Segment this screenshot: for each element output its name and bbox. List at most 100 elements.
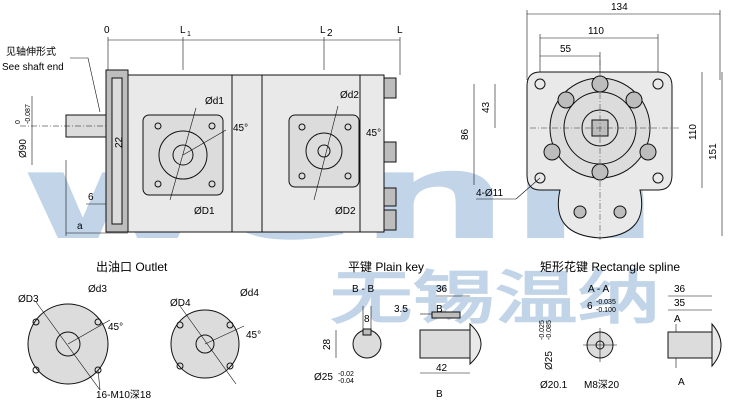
outlet-2-hole-c bbox=[176, 362, 184, 370]
key-dia-tol-top: -0.02 bbox=[338, 371, 354, 378]
end-bolt-2 bbox=[383, 141, 397, 163]
end-bolt-3 bbox=[383, 187, 397, 207]
mount-hole-br bbox=[652, 172, 664, 184]
plain-key-section-label: B - B bbox=[352, 284, 375, 295]
shaft-tol-top: 0 bbox=[15, 120, 22, 124]
outlet-2-hole-d bbox=[226, 362, 234, 370]
dim-8-label: 8 bbox=[364, 314, 370, 325]
dim-151-label: 151 bbox=[708, 143, 719, 160]
pos-l1-sub: 1 bbox=[187, 31, 191, 38]
flange-inner bbox=[111, 77, 123, 225]
outlet-1-hole-b bbox=[94, 318, 102, 326]
front-view: 134 110 55 86 43 110 151 bbox=[460, 2, 723, 240]
outlet-1-hole-c bbox=[32, 366, 40, 374]
dim-a-label: a bbox=[77, 221, 83, 232]
port-1-angle-label: 45° bbox=[233, 123, 248, 134]
outlet-2-d-label: Ød4 bbox=[240, 288, 259, 299]
port-2-bolt-d bbox=[344, 172, 352, 180]
spline-shaft-side bbox=[667, 331, 713, 359]
outlet-title: 出油口 Outlet bbox=[96, 260, 168, 274]
outlet-section: 出油口 Outlet ØD3 Ød3 45° 16-M10深18 ØD4 Ød4… bbox=[18, 260, 261, 401]
port-1-bolt-d bbox=[208, 180, 216, 188]
port-1-small-label: Ød1 bbox=[205, 96, 224, 107]
dim-86-label: 86 bbox=[460, 128, 471, 140]
watermark-chinese: 无锡温纳 bbox=[330, 264, 660, 332]
outlet-1-angle-ref bbox=[67, 319, 111, 345]
spline-thread: M8深20 bbox=[584, 379, 619, 391]
spline-a-bottom: A bbox=[678, 377, 685, 388]
shaft-note-leader bbox=[70, 57, 101, 113]
pos-l: L bbox=[397, 25, 403, 36]
spline-dim-6-tol-bottom: -0.100 bbox=[596, 307, 616, 314]
key-dia-tol-bottom: -0.04 bbox=[338, 378, 354, 385]
outlet-2-D-label: ØD4 bbox=[170, 298, 191, 309]
dim-42-label: 42 bbox=[436, 363, 448, 374]
port-2-bolt-a bbox=[298, 123, 306, 131]
port-2-large-label: ØD2 bbox=[335, 206, 356, 217]
side-view: 见轴伸形式 See shaft end 0 L 1 L 2 L Ø90 0 -0… bbox=[2, 25, 403, 236]
shaft-dia-label: Ø90 bbox=[18, 139, 29, 158]
pos-l1: L bbox=[180, 25, 186, 36]
port-2-bore bbox=[305, 132, 343, 170]
mount-hole-bl bbox=[534, 172, 546, 184]
spline-title: 矩形花键 Rectangle spline bbox=[540, 259, 680, 274]
port-2-angle-label: 45° bbox=[366, 128, 381, 139]
outlet-thread-label: 16-M10深18 bbox=[96, 389, 151, 401]
outlet-2-angle-label: 45° bbox=[246, 330, 261, 341]
dim-110-top-label: 110 bbox=[588, 26, 604, 37]
key-dia-label: Ø25 bbox=[314, 372, 333, 383]
spline-dim-6-label: 6 bbox=[587, 301, 593, 312]
spline-dim-6-tol-top: -0.035 bbox=[596, 299, 616, 306]
outlet-1-hole-a bbox=[32, 318, 40, 326]
outlet-thread-leader bbox=[97, 369, 101, 391]
outlet-1-diag bbox=[35, 301, 101, 391]
plain-key-title: 平键 Plain key bbox=[348, 260, 424, 274]
port-1-inner bbox=[172, 144, 194, 166]
spline-shaft-flange bbox=[711, 322, 722, 368]
port-2-bolt-c bbox=[298, 172, 306, 180]
outlet-1-bore bbox=[55, 331, 81, 357]
dim-6-label: 6 bbox=[88, 192, 94, 203]
shaft-note-en: See shaft end bbox=[2, 62, 64, 73]
port-2-diag bbox=[313, 105, 339, 201]
mount-hole-tr bbox=[652, 78, 664, 90]
holes-label: 4-Ø11 bbox=[476, 188, 503, 199]
outlet-1-angle-label: 45° bbox=[108, 322, 123, 333]
key-profile bbox=[431, 311, 461, 319]
outlet-1-d-label: Ød3 bbox=[88, 284, 107, 295]
dim-134-label: 134 bbox=[611, 2, 628, 13]
port-1-bolt-b bbox=[208, 122, 216, 130]
port-2-inner bbox=[317, 144, 331, 158]
port-1-bore bbox=[158, 130, 208, 180]
shaft-tol-bottom: -0.087 bbox=[25, 104, 32, 124]
port-1-bolt-a bbox=[154, 122, 162, 130]
dim-43-label: 43 bbox=[481, 101, 492, 113]
outlet-2-diag bbox=[179, 305, 237, 385]
dim-110-right-label: 110 bbox=[688, 124, 699, 140]
port-1-angle-ref bbox=[182, 129, 227, 156]
spline-section: 矩形花键 Rectangle spline A - A 6 -0.035 -0.… bbox=[539, 259, 722, 391]
outlet-2-bore bbox=[195, 334, 215, 354]
dim-36-label: 36 bbox=[436, 284, 448, 295]
dim-28-label: 28 bbox=[322, 338, 333, 350]
port-1-diag bbox=[169, 107, 197, 201]
port-1-large-label: ØD1 bbox=[194, 206, 215, 217]
key-shaft-side bbox=[419, 329, 471, 359]
outlet-2-hole-b bbox=[226, 321, 234, 329]
spline-a-top: A bbox=[674, 314, 681, 325]
holes-leader-2 bbox=[515, 177, 541, 200]
key-b-top: B bbox=[436, 304, 443, 315]
port-2-small-label: Ød2 bbox=[340, 90, 359, 101]
port-1-bolt-c bbox=[154, 180, 162, 188]
outlet-1-D-label: ØD3 bbox=[18, 294, 39, 305]
spline-dim-35-label: 35 bbox=[674, 298, 686, 309]
pos-l2-sub: 2 bbox=[327, 28, 333, 39]
dim-22-label: 22 bbox=[114, 136, 125, 148]
front-bolts bbox=[543, 75, 657, 219]
key-b-bottom: B bbox=[436, 389, 443, 400]
dim-3-5-label: 3.5 bbox=[394, 304, 408, 315]
end-bolt-4 bbox=[383, 209, 397, 231]
spline-dia-tol-top: -0.025 bbox=[539, 320, 546, 340]
spline-section-label: A - A bbox=[588, 284, 609, 295]
